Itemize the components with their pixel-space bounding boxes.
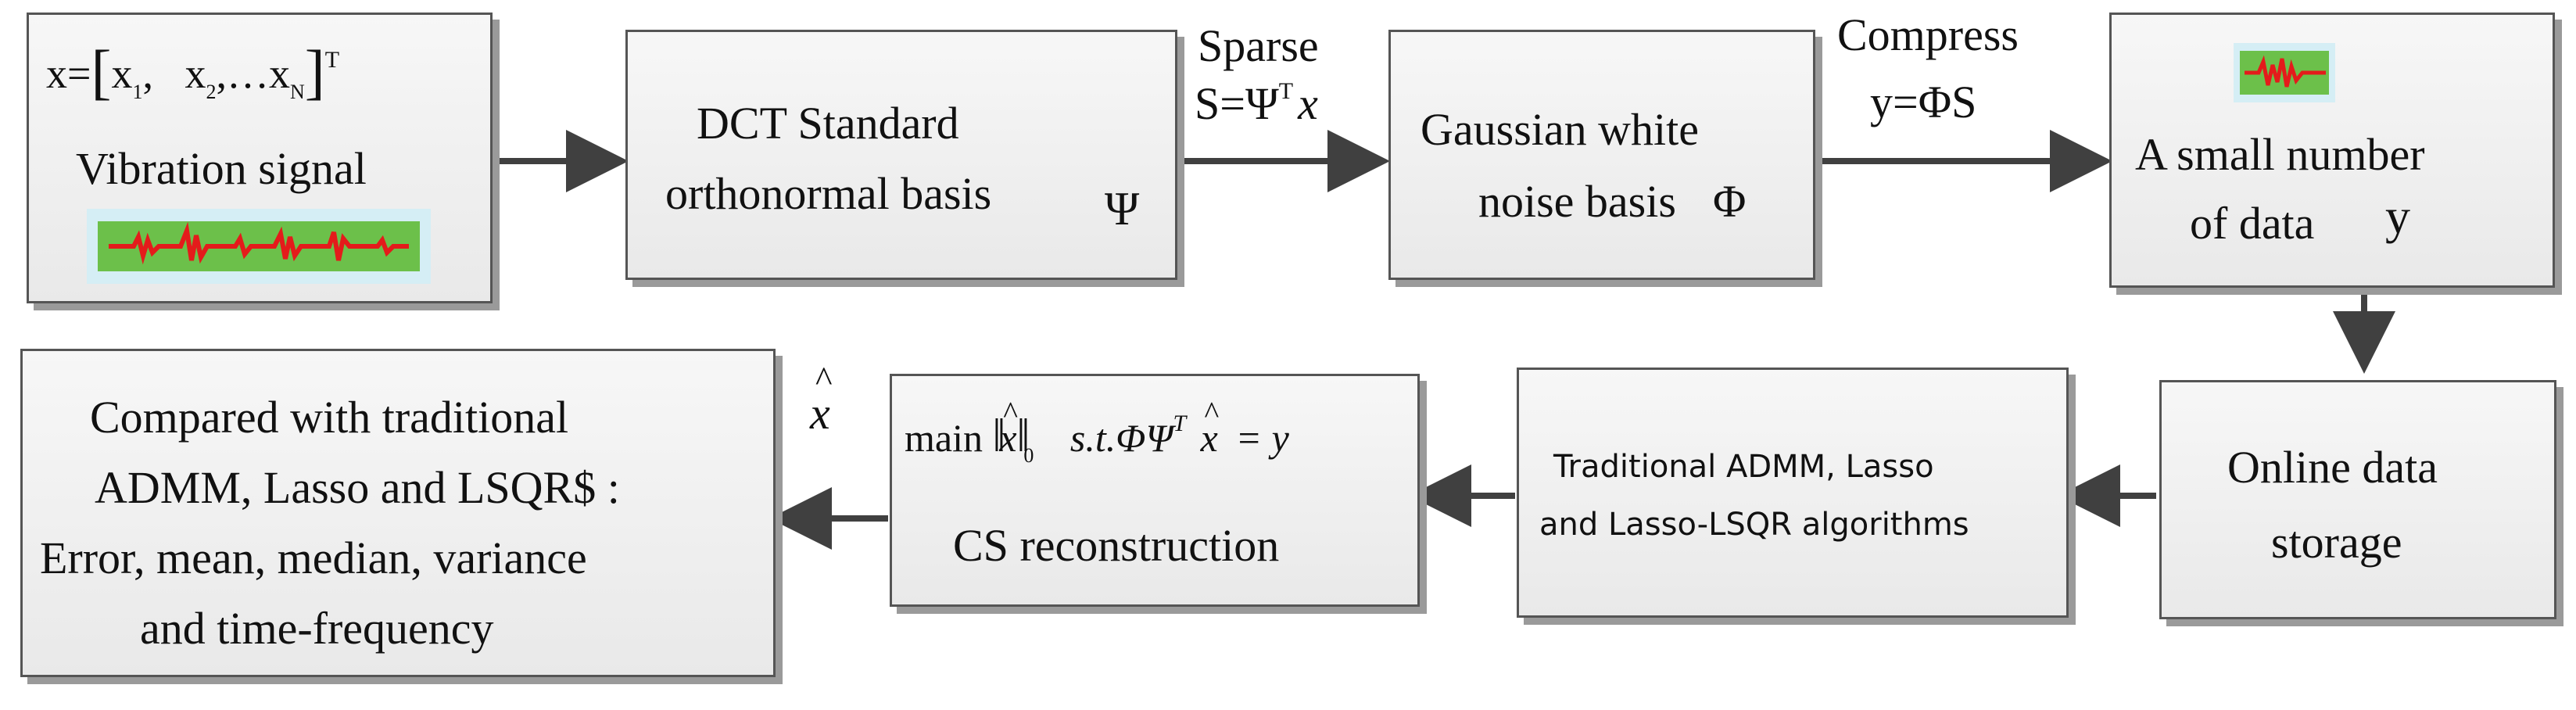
algorithms-line2: and Lasso-LSQR algorithms — [1539, 507, 1969, 543]
signal-vector-equation: x=[x1, x2,…xN]T — [46, 38, 340, 106]
storage-title: Online data — [2227, 442, 2438, 493]
dct-subtitle: orthonormal basis — [665, 168, 992, 219]
x-hat-label: ^x — [810, 359, 830, 439]
dct-basis-box: DCT Standard orthonormal basis Ψ — [625, 30, 1177, 280]
vibration-signal-image — [87, 209, 431, 284]
algorithms-line1: Traditional ADMM, Lasso — [1553, 449, 1934, 485]
storage-subtitle: storage — [2271, 517, 2402, 568]
comparison-line1: Compared with traditional — [90, 392, 569, 443]
vibration-signal-box: x=[x1, x2,…xN]T Vibration signal — [27, 13, 493, 303]
sparse-label: Sparse — [1198, 20, 1319, 71]
psi-symbol: Ψ — [1105, 183, 1140, 235]
compress-label: Compress — [1837, 9, 2019, 60]
cs-caption: CS reconstruction — [953, 520, 1280, 571]
online-storage-box: Online data storage — [2159, 380, 2556, 619]
signal-caption: Vibration signal — [76, 143, 367, 194]
cs-reconstruction-box: main ‖^x‖0 s.t.ΦΨT ^x = y CS reconstruct… — [890, 374, 1420, 607]
comparison-line4: and time-frequency — [140, 603, 494, 654]
compressed-signal-image — [2234, 43, 2335, 102]
comparison-box: Compared with traditional ADMM, Lasso an… — [20, 349, 776, 677]
small-data-box: A small number of data y — [2109, 13, 2555, 288]
traditional-algorithms-box: Traditional ADMM, Lasso and Lasso-LSQR a… — [1517, 368, 2069, 618]
small-data-title: A small number — [2135, 129, 2425, 180]
compress-equation: y=ΦS — [1870, 77, 1977, 127]
dct-title: DCT Standard — [697, 98, 959, 149]
small-data-subtitle: of data — [2190, 198, 2315, 249]
y-symbol: y — [2385, 188, 2410, 244]
phi-symbol: Φ — [1713, 176, 1747, 227]
gaussian-subtitle: noise basis — [1478, 176, 1676, 227]
gaussian-noise-basis-box: Gaussian white noise basis Φ — [1388, 30, 1815, 280]
gaussian-title: Gaussian white — [1421, 104, 1699, 155]
optimization-formula: main ‖^x‖0 s.t.ΦΨT ^x = y — [905, 395, 1289, 467]
comparison-line3: Error, mean, median, variance — [40, 532, 587, 583]
comparison-line2: ADMM, Lasso and LSQR$ : — [95, 462, 620, 513]
